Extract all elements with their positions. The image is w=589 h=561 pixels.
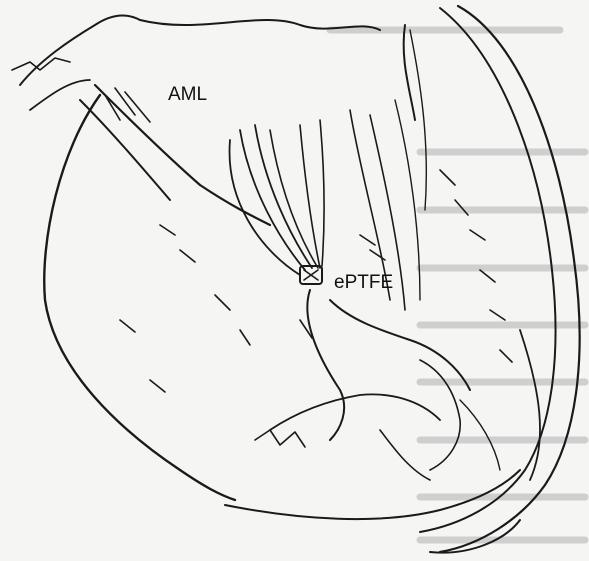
chordae-tendineae <box>230 25 427 310</box>
texture-hatching <box>120 170 512 392</box>
aml-label: AML <box>168 84 207 106</box>
anterior-mitral-leaflet <box>80 20 380 225</box>
eptfe-label: ePTFE <box>334 272 393 294</box>
